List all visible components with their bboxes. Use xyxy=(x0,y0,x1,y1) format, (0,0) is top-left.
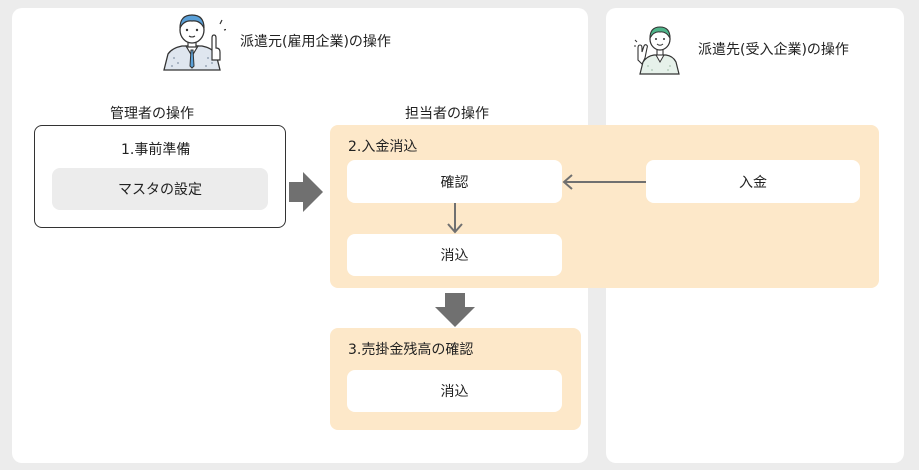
right-arrow-icon xyxy=(289,172,323,212)
step-clearing-title: 2.入金消込 xyxy=(348,139,418,155)
dispatcher-actor: 派遣元(雇用企業)の操作 xyxy=(158,10,391,72)
deposit-button[interactable]: 入金 xyxy=(646,160,860,203)
step-prep-title: 1.事前準備 xyxy=(121,142,191,158)
client-label: 派遣先(受入企業)の操作 xyxy=(698,42,849,58)
left-arrow-icon xyxy=(562,174,646,190)
admin-column-header: 管理者の操作 xyxy=(110,106,194,122)
master-settings-button[interactable]: マスタの設定 xyxy=(52,168,268,210)
big-down-arrow-icon xyxy=(435,293,475,327)
down-arrow-icon xyxy=(447,203,463,234)
client-actor: 派遣先(受入企業)の操作 xyxy=(634,22,849,76)
clear-button[interactable]: 消込 xyxy=(347,234,562,276)
businesswoman-waving-icon xyxy=(634,26,680,75)
confirm-button[interactable]: 確認 xyxy=(347,160,562,203)
businessman-pointing-icon xyxy=(163,14,226,71)
dispatcher-label: 派遣元(雇用企業)の操作 xyxy=(240,34,391,50)
balance-clear-button[interactable]: 消込 xyxy=(347,370,562,412)
staff-column-header: 担当者の操作 xyxy=(405,106,489,122)
step-balance-title: 3.売掛金残高の確認 xyxy=(348,342,474,358)
